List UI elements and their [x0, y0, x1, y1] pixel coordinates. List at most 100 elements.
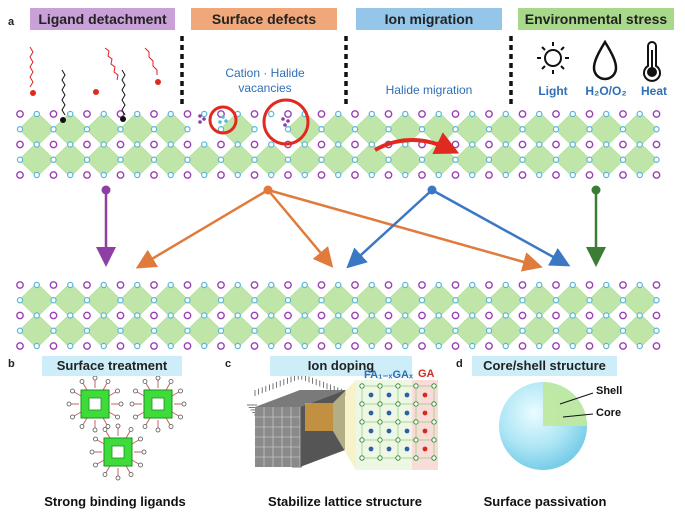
halide-atom	[502, 171, 509, 179]
halide-atom	[603, 141, 610, 148]
b-site-atom	[552, 311, 560, 320]
header-environmental-stress: Environmental stress	[518, 8, 674, 30]
inset-atom	[431, 383, 437, 389]
b-site-atom	[183, 342, 192, 350]
halide-atom	[519, 297, 526, 304]
caption-strong-binding-ligands: Strong binding ligands	[44, 494, 186, 509]
halide-atom	[519, 126, 526, 133]
b-site-atom	[317, 311, 326, 320]
b-site-atom	[485, 281, 493, 289]
halide-atom	[301, 312, 308, 319]
b-site-atom	[384, 281, 393, 289]
vacancy-label: Cation · Halide vacancies	[190, 66, 340, 96]
halide-atom	[502, 110, 509, 118]
b-site-atom	[451, 281, 460, 289]
halide-atom	[351, 156, 359, 163]
halide-atom	[351, 297, 359, 304]
halide-atom	[603, 342, 610, 350]
b-site-atom	[518, 342, 527, 350]
halide-atom	[385, 126, 392, 133]
halide-atom	[519, 156, 526, 163]
inset-atom	[413, 401, 419, 407]
halide-atom	[284, 327, 292, 334]
halide-atom	[385, 297, 392, 304]
halide-atom	[385, 327, 392, 334]
b-site-atom	[150, 281, 158, 289]
ligand-head	[102, 427, 108, 432]
halide-atom	[100, 281, 107, 289]
b-site-atom	[451, 311, 460, 320]
halide-atom	[435, 110, 442, 118]
ligand-head	[138, 436, 143, 442]
halide-atom	[184, 156, 191, 163]
halide-atom	[569, 171, 576, 179]
b-site-atom	[217, 281, 225, 289]
b-site-atom	[485, 140, 493, 149]
b-site-atom	[16, 140, 24, 149]
heat-label: Heat	[640, 84, 667, 98]
halide-atom	[201, 141, 208, 148]
halide-atom	[184, 327, 191, 334]
b-site-atom	[250, 171, 259, 179]
b-site-atom	[49, 140, 58, 149]
b-site-atom	[317, 140, 326, 149]
ligand-head	[79, 379, 85, 384]
inset-cation	[368, 410, 374, 416]
inset-cation	[404, 446, 410, 452]
halide-atom	[16, 156, 24, 163]
b-site-atom	[116, 171, 125, 179]
b-site-atom	[284, 281, 292, 289]
ligand-head	[66, 401, 72, 407]
halide-atom	[569, 110, 576, 118]
halide-atom	[134, 141, 141, 148]
b-site-atom	[485, 311, 493, 320]
b-site-atom	[619, 171, 627, 179]
halide-atom	[335, 281, 342, 289]
halide-atom	[603, 312, 610, 319]
halide-atom	[268, 342, 275, 350]
ligand-head	[79, 424, 85, 429]
ligand-head	[155, 427, 161, 433]
inset-atom	[413, 383, 419, 389]
b-site-atom	[250, 281, 259, 289]
ligand-head	[128, 472, 134, 477]
halide-atom	[603, 110, 610, 118]
halide-atom	[284, 297, 292, 304]
b-site-atom	[284, 110, 292, 118]
b-site-atom	[652, 140, 661, 149]
b-site-atom	[116, 140, 125, 149]
inset-cation	[422, 428, 428, 434]
b-site-atom	[451, 342, 460, 350]
b-site-atom	[83, 171, 91, 179]
header-ion-migration: Ion migration	[356, 8, 502, 30]
halide-atom	[167, 141, 174, 148]
b-site-atom	[16, 171, 24, 179]
halide-atom	[335, 342, 342, 350]
halide-atom	[268, 110, 275, 118]
b-site-atom	[418, 342, 426, 350]
halide-atom	[33, 141, 40, 148]
inset-atom	[395, 419, 401, 425]
b-site-atom	[552, 281, 560, 289]
halide-atom	[552, 297, 560, 304]
header-core-shell: Core/shell structure	[472, 356, 617, 376]
b-site-atom	[250, 342, 259, 350]
b-site-atom	[284, 171, 292, 179]
b-site-atom	[384, 311, 393, 320]
inset-atom	[395, 455, 401, 461]
halide-atom	[452, 327, 459, 334]
b-site-atom	[150, 311, 158, 320]
halide-atom	[301, 281, 308, 289]
b-site-atom	[652, 110, 661, 118]
b-site-atom	[116, 311, 125, 320]
sun-icon	[537, 42, 569, 74]
b-site-atom	[83, 281, 91, 289]
halide-atom	[653, 156, 660, 163]
halide-atom	[100, 312, 107, 319]
halide-atom	[117, 297, 124, 304]
halide-atom	[452, 126, 459, 133]
b-site-atom	[619, 110, 627, 118]
b-site-atom	[317, 342, 326, 350]
nanocrystal-center	[151, 397, 165, 411]
b-site-atom	[652, 281, 661, 289]
